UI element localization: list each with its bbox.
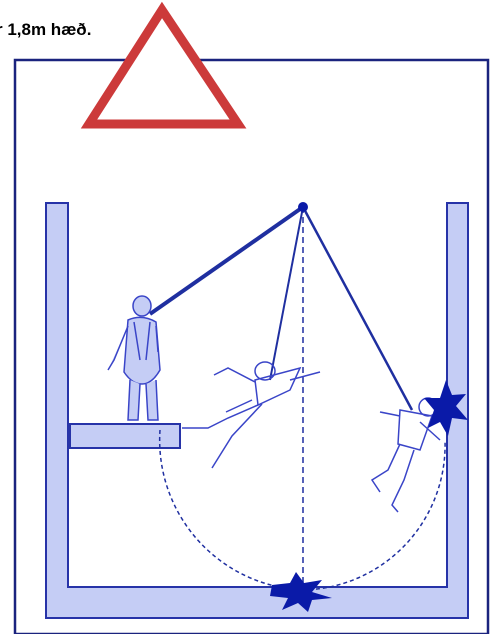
warning-triangle-icon <box>89 10 238 124</box>
diagram-frame <box>15 60 488 634</box>
swinging-worker-figure <box>182 362 320 468</box>
hanging-worker-figure <box>372 398 440 512</box>
anchor-point-icon <box>298 202 308 212</box>
platform-ledge <box>70 424 180 448</box>
lifeline-to-worker <box>150 207 303 314</box>
lifeline-to-hanging-worker <box>303 207 412 410</box>
lifeline-to-swinging-worker <box>270 207 303 380</box>
